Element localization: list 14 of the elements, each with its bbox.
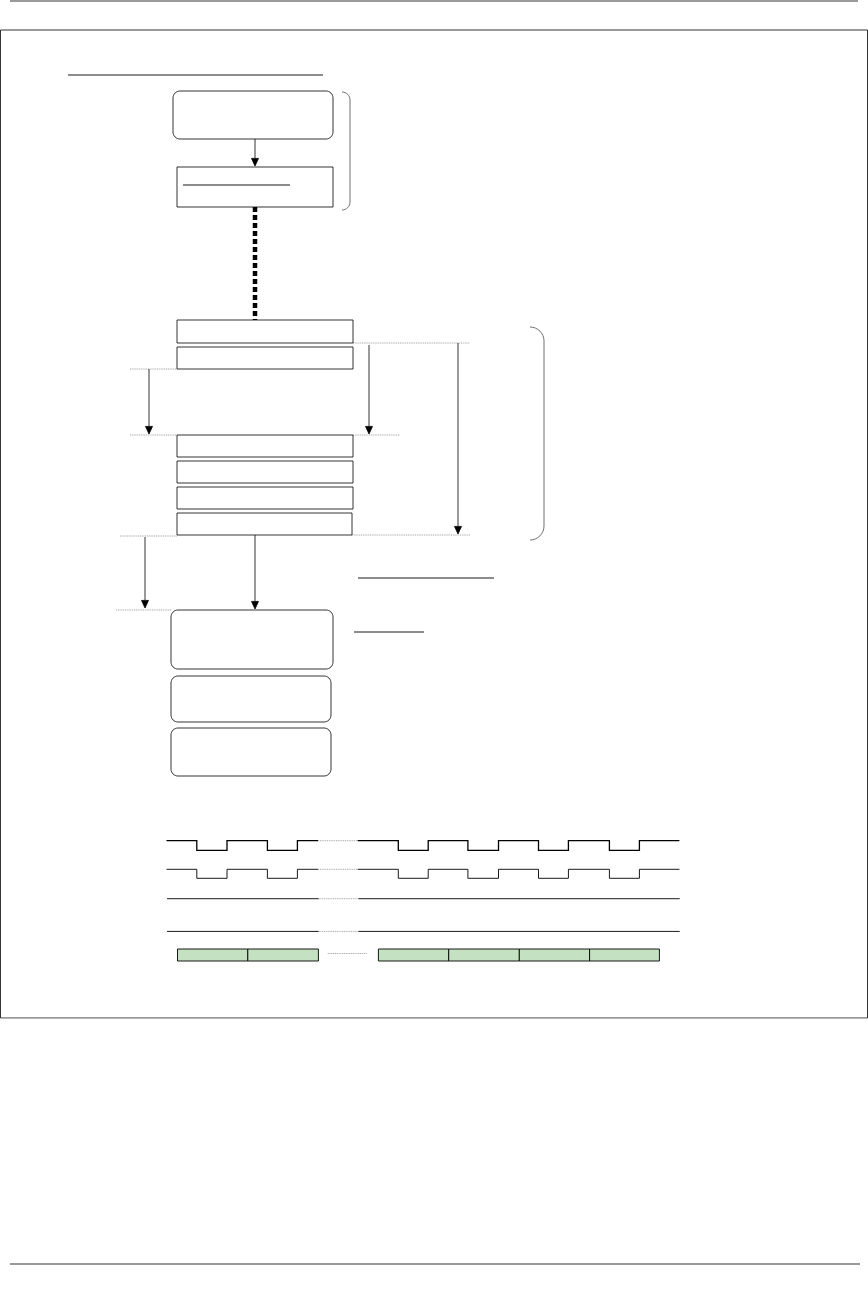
- terminal-box: [170, 727, 332, 777]
- terminal-box: [172, 90, 334, 140]
- terminal-box: [170, 675, 332, 723]
- arrow: [251, 138, 259, 167]
- process-box: [176, 434, 354, 458]
- process-box: [176, 460, 354, 484]
- process-box: [176, 319, 354, 344]
- process-box: [176, 346, 354, 370]
- terminal-box: [170, 609, 334, 670]
- arrow: [251, 534, 259, 610]
- process-box: [176, 166, 334, 208]
- process-box: [176, 512, 353, 536]
- process-box: [176, 486, 354, 510]
- dotted-line: [252, 207, 258, 320]
